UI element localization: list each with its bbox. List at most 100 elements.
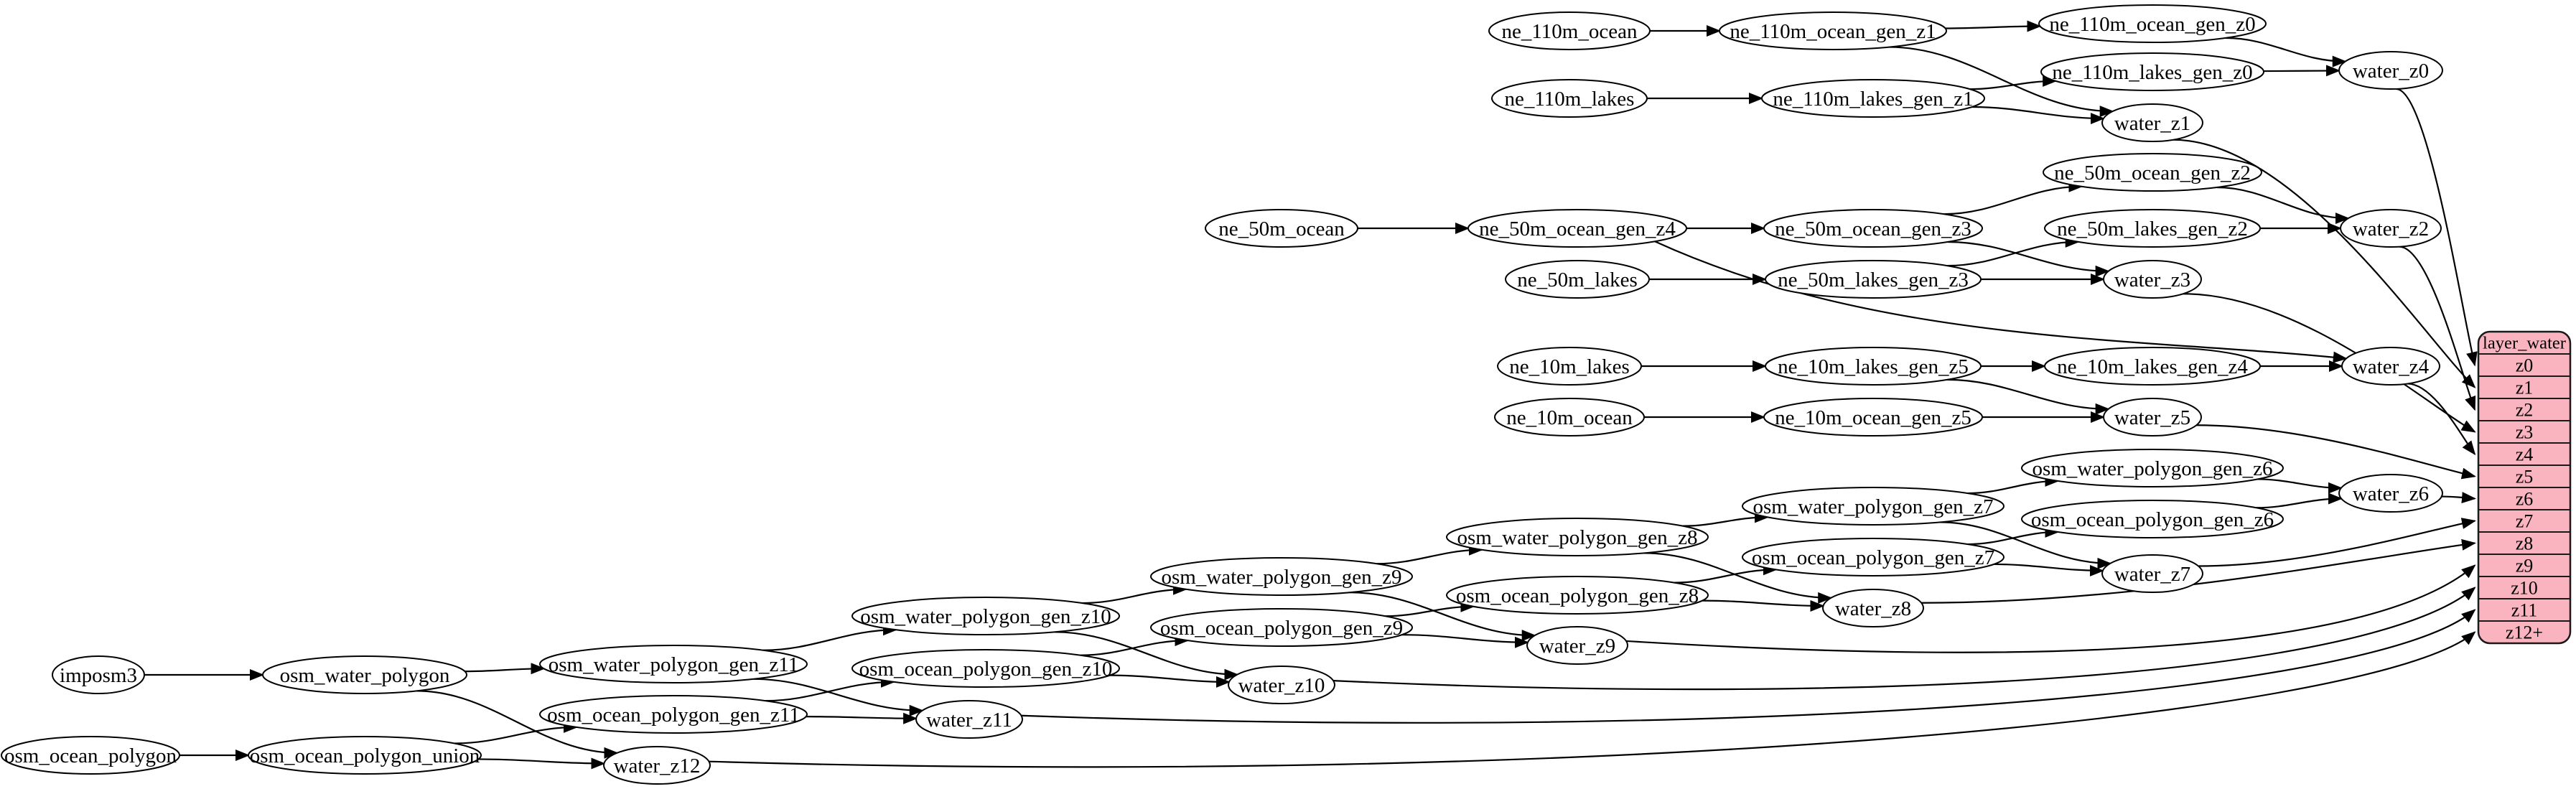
- node-label: osm_water_polygon_gen_z10: [860, 605, 1111, 628]
- node-ellipse: [2101, 103, 2203, 142]
- edges-layer: [144, 20, 2478, 770]
- node-label: osm_ocean_polygon_gen_z9: [1160, 617, 1403, 640]
- edge-water_z9-to-layer_water-z9: [1625, 564, 2476, 653]
- node-ne_50m_ocean: ne_50m_ocean: [1205, 209, 1358, 248]
- node-label: ne_50m_ocean_gen_z3: [1775, 218, 1971, 241]
- edge-osm_ocean_polygon_union-to-osm_ocean_polygon_gen_z11: [454, 721, 579, 744]
- node-ellipse: [248, 736, 482, 775]
- node-water_z7: water_z7: [2101, 554, 2203, 593]
- edge-ne_10m_lakes_gen_z5-to-water_z5: [1947, 378, 2110, 415]
- node-water_z2: water_z2: [2340, 209, 2442, 248]
- node-label: ne_110m_ocean: [1502, 20, 1638, 43]
- node-ellipse: [52, 655, 145, 694]
- node-ellipse: [1765, 347, 1982, 386]
- node-osm_water_polygon_gen_z11: osm_water_polygon_gen_z11: [539, 645, 808, 683]
- edge-osm_ocean_polygon_gen_z11-to-water_z11: [806, 712, 918, 724]
- node-ne_10m_ocean_gen_z5: ne_10m_ocean_gen_z5: [1763, 398, 1983, 436]
- edge-ne_110m_lakes_gen_z0-to-water_z0: [2263, 65, 2341, 77]
- node-ellipse: [2103, 398, 2202, 436]
- node-label: water_z3: [2114, 269, 2190, 291]
- node-ne_110m_ocean_gen_z0: ne_110m_ocean_gen_z0: [2038, 4, 2267, 43]
- node-ellipse: [2044, 347, 2261, 386]
- node-ellipse: [1, 736, 180, 775]
- edge-ne_50m_ocean_gen_z2-to-water_z2: [2216, 186, 2350, 225]
- node-ne_50m_lakes_gen_z2: ne_50m_lakes_gen_z2: [2044, 209, 2261, 248]
- edge-ne_110m_lakes_gen_z1-to-water_z1: [1971, 106, 2105, 125]
- node-label: ne_110m_lakes_gen_z0: [2052, 61, 2252, 84]
- node-ellipse: [603, 746, 711, 785]
- node-ellipse: [1491, 79, 1648, 118]
- table-row: z1: [2516, 378, 2534, 398]
- table-row: z3: [2516, 422, 2534, 443]
- node-label: water_z5: [2114, 406, 2190, 429]
- node-ellipse: [1742, 538, 2005, 576]
- node-water_z4: water_z4: [2341, 347, 2440, 386]
- node-water_z12: water_z12: [603, 746, 711, 785]
- node-ellipse: [1526, 626, 1628, 665]
- edge-water_z6-to-layer_water-z6: [2441, 492, 2476, 504]
- node-osm_ocean_polygon: osm_ocean_polygon: [1, 736, 180, 775]
- table-row: z8: [2516, 533, 2534, 554]
- edge-water_z3-to-layer_water-z3: [2183, 293, 2476, 433]
- node-label: ne_50m_lakes_gen_z2: [2057, 218, 2248, 241]
- table-header: layer_water: [2483, 335, 2566, 353]
- edge-water_z1-to-layer_water-z1: [2173, 139, 2476, 388]
- node-ellipse: [539, 695, 808, 734]
- node-ne_110m_ocean_gen_z1: ne_110m_ocean_gen_z1: [1719, 11, 1947, 50]
- node-ellipse: [1765, 260, 1982, 299]
- node-water_z0: water_z0: [2338, 51, 2443, 90]
- node-ellipse: [851, 649, 1120, 688]
- edge-water_z11-to-layer_water-z11: [1021, 609, 2476, 724]
- node-ellipse: [2021, 449, 2284, 487]
- table-row: z7: [2516, 511, 2534, 532]
- node-label: water_z9: [1539, 635, 1615, 658]
- edge-ne_50m_ocean_gen_z3-to-water_z3: [1947, 241, 2110, 277]
- node-water_z8: water_z8: [1822, 589, 1924, 627]
- node-ne_10m_lakes: ne_10m_lakes: [1497, 347, 1642, 386]
- node-ellipse: [1467, 209, 1687, 248]
- node-osm_water_polygon_gen_z8: osm_water_polygon_gen_z8: [1446, 518, 1709, 556]
- node-label: osm_water_polygon_gen_z11: [549, 653, 798, 676]
- node-label: ne_50m_lakes_gen_z3: [1778, 269, 1969, 291]
- edge-osm_ocean_polygon_gen_z8-to-water_z8: [1702, 599, 1825, 612]
- node-ellipse: [1205, 209, 1358, 248]
- node-ne_50m_ocean_gen_z3: ne_50m_ocean_gen_z3: [1763, 209, 1983, 248]
- node-ellipse: [2038, 4, 2267, 43]
- edge-ne_110m_ocean_gen_z1-to-ne_110m_ocean_gen_z0: [1945, 20, 2042, 32]
- edge-osm_water_polygon_gen_z9-to-water_z9: [1350, 592, 1536, 642]
- node-label: ne_50m_ocean_gen_z2: [2054, 162, 2251, 185]
- table-layer: layer_waterz0z1z2z3z4z5z6z7z8z9z10z11z12…: [2477, 330, 2572, 645]
- node-ellipse: [851, 597, 1120, 635]
- node-label: water_z12: [614, 755, 701, 778]
- node-label: ne_10m_lakes_gen_z5: [1778, 355, 1969, 378]
- node-ne_110m_lakes: ne_110m_lakes: [1491, 79, 1648, 118]
- node-label: osm_ocean_polygon: [4, 744, 177, 767]
- node-label: water_z0: [2353, 60, 2429, 83]
- edge-osm_ocean_polygon_gen_z10-to-water_z10: [1109, 674, 1231, 688]
- table-row: z5: [2516, 467, 2534, 487]
- node-osm_water_polygon: osm_water_polygon: [262, 655, 467, 694]
- node-ellipse: [1446, 518, 1709, 556]
- edge-osm_water_polygon_gen_z10-to-osm_water_polygon_gen_z9: [1082, 583, 1188, 604]
- table-row: z0: [2516, 355, 2534, 376]
- edge-osm_water_polygon_gen_z8-to-osm_water_polygon_gen_z7: [1682, 511, 1770, 527]
- node-osm_water_polygon_gen_z6: osm_water_polygon_gen_z6: [2021, 449, 2284, 487]
- node-ne_110m_lakes_gen_z0: ne_110m_lakes_gen_z0: [2040, 52, 2264, 91]
- node-ellipse: [2338, 51, 2443, 90]
- node-ne_10m_lakes_gen_z5: ne_10m_lakes_gen_z5: [1765, 347, 1982, 386]
- node-ellipse: [2101, 554, 2203, 593]
- node-label: ne_110m_ocean_gen_z0: [2049, 13, 2255, 36]
- node-label: osm_ocean_polygon_gen_z10: [859, 658, 1113, 681]
- node-ellipse: [539, 645, 808, 683]
- edge-osm_ocean_polygon_gen_z11-to-osm_ocean_polygon_gen_z10: [765, 676, 895, 702]
- node-ellipse: [2044, 209, 2261, 248]
- node-label: ne_50m_lakes: [1517, 269, 1638, 291]
- node-label: osm_water_polygon_gen_z6: [2032, 457, 2272, 480]
- node-ellipse: [1761, 79, 1985, 118]
- node-ellipse: [1446, 576, 1709, 615]
- node-osm_ocean_polygon_gen_z11: osm_ocean_polygon_gen_z11: [539, 695, 808, 734]
- edge-osm_water_polygon-to-osm_water_polygon_gen_z11: [465, 663, 546, 675]
- edge-osm_water_polygon_gen_z11-to-osm_water_polygon_gen_z10: [762, 624, 897, 651]
